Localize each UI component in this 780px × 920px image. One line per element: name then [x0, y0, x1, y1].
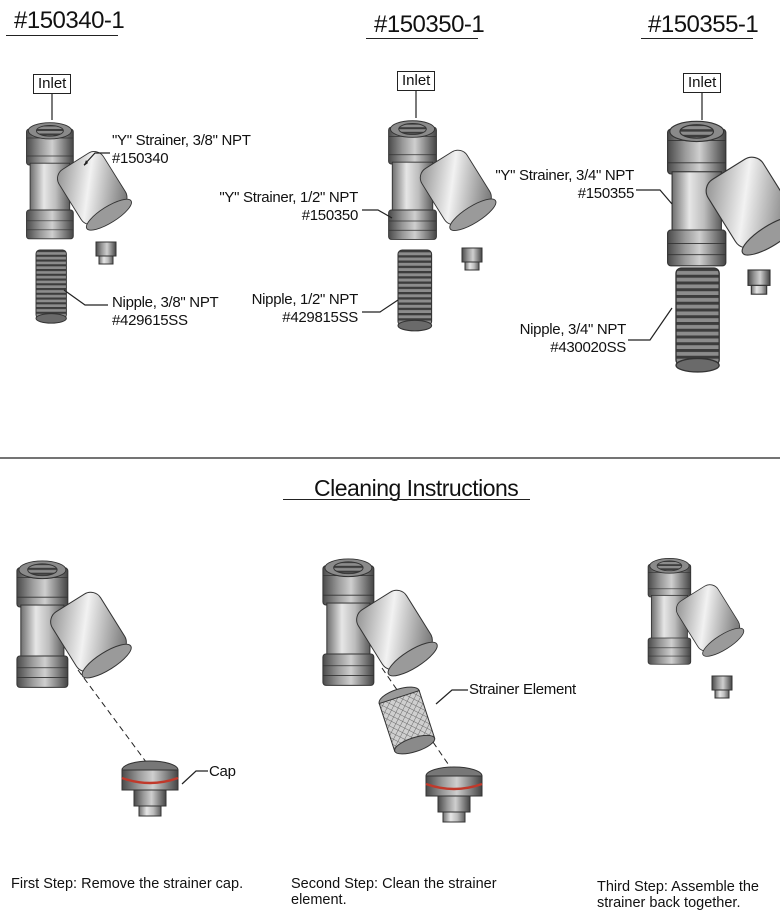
part-number-3: #150355-1: [648, 11, 759, 38]
inlet-label-3: Inlet: [683, 73, 722, 93]
nipple-part-1: #429615SS: [112, 312, 188, 329]
strainer-name-1: "Y" Strainer, 3/8" NPT: [112, 132, 251, 149]
nipple-name-1: Nipple, 3/8" NPT: [112, 294, 219, 311]
strainer-part-1: #150340: [112, 150, 169, 167]
strainer-part-3: #150355: [577, 185, 635, 202]
strainer-name-2: "Y" Strainer, 1/2" NPT: [219, 189, 358, 206]
step-1-text: First Step: Remove the strainer cap.: [11, 876, 244, 892]
part-number-1-underline: [6, 35, 118, 36]
step2-illustration: [322, 558, 484, 824]
strainer-assembly-150350-1: [362, 90, 501, 332]
strainer-element-label: Strainer Element: [469, 681, 576, 698]
step1-illustration: [16, 560, 208, 818]
nipple-part-3: #430020SS: [550, 339, 626, 356]
cleaning-title: Cleaning Instructions: [314, 475, 519, 501]
part-number-2: #150350-1: [374, 11, 485, 38]
part-number-1: #150340-1: [14, 7, 125, 34]
step3-illustration: [647, 558, 748, 699]
part-number-3-underline: [641, 38, 753, 39]
part-number-2-underline: [366, 38, 478, 39]
strainer-name-3: "Y" Strainer, 3/4" NPT: [495, 167, 634, 184]
cap-label: Cap: [209, 763, 236, 780]
nipple-name-3: Nipple, 3/4" NPT: [519, 321, 627, 338]
inlet-label-2: Inlet: [397, 71, 436, 91]
step-2-text: Second Step: Clean the strainer element.: [291, 876, 497, 909]
strainer-part-2: #150350: [301, 207, 359, 224]
step-3-text: Third Step: Assemble the strainer back t…: [597, 879, 759, 912]
nipple-name-2: Nipple, 1/2" NPT: [251, 291, 359, 308]
nipple-part-2: #429815SS: [282, 309, 358, 326]
strainer-assembly-150355-1: [628, 92, 780, 373]
cleaning-title-underline: [283, 499, 530, 500]
strainer-assembly-150340-1: [26, 94, 136, 324]
inlet-label-1: Inlet: [33, 74, 72, 94]
